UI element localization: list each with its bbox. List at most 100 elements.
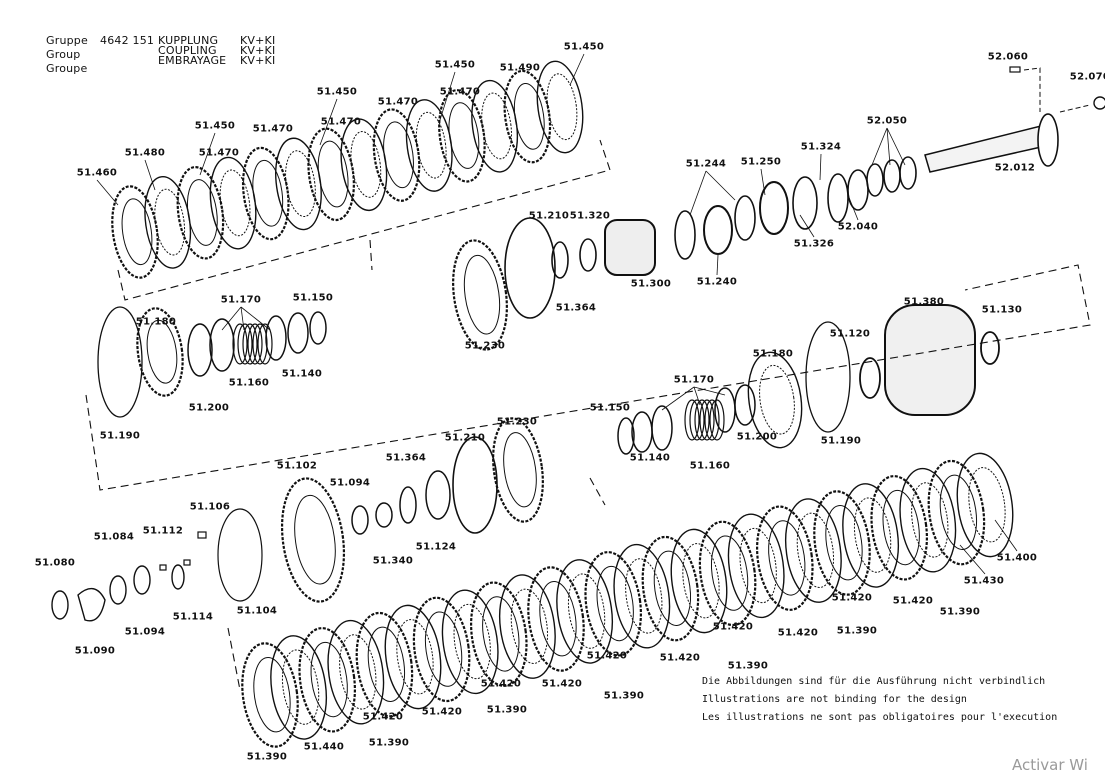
- plug: [1093, 96, 1105, 110]
- pressure-plate-inner: [503, 432, 537, 508]
- callout-51-480: 51.480: [124, 147, 166, 159]
- ring: [551, 241, 569, 279]
- callout-51-140: 51.140: [281, 368, 323, 380]
- friction-disc: [298, 627, 356, 733]
- friction-disc-inner: [448, 102, 480, 169]
- ring: [287, 312, 309, 354]
- callout-51-364: 51.364: [555, 302, 597, 314]
- callout-51-390: 51.390: [836, 625, 878, 637]
- callout-51-160: 51.160: [689, 460, 731, 472]
- spring-pack: [247, 323, 263, 365]
- shaft-flange: [1037, 113, 1059, 167]
- ring: [133, 565, 151, 595]
- group-label-de: Gruppe: [46, 34, 88, 47]
- steel-disc-inner: [510, 588, 549, 664]
- callout-51-420: 51.420: [712, 621, 754, 633]
- friction-disc: [470, 581, 528, 687]
- spring-pack: [694, 399, 710, 441]
- callout-51-180: 51.180: [135, 316, 177, 328]
- steel-disc-inner: [567, 573, 606, 649]
- leader-line: [847, 194, 859, 221]
- callout-51-420: 51.420: [777, 627, 819, 639]
- leader-line: [799, 214, 815, 238]
- steel-disc: [340, 118, 388, 212]
- callout-51-180: 51.180: [752, 348, 794, 360]
- ring: [171, 564, 185, 590]
- callout-51-450: 51.450: [316, 86, 358, 98]
- friction-disc-inner: [121, 198, 153, 266]
- leader-line: [959, 544, 986, 575]
- ring: [899, 156, 917, 190]
- friction-disc: [584, 551, 642, 657]
- callout-51-150: 51.150: [292, 292, 334, 304]
- steel-disc: [899, 467, 957, 573]
- bearing: [980, 331, 1000, 365]
- clutch-drum: [884, 304, 976, 416]
- piston-inner: [759, 364, 795, 435]
- callout-51-090: 51.090: [74, 645, 116, 657]
- leader-line: [439, 71, 456, 121]
- steel-disc: [270, 635, 327, 740]
- needle-bearing: [703, 205, 733, 255]
- callout-51-450: 51.450: [563, 41, 605, 53]
- leader-line: [871, 127, 888, 166]
- friction-disc-inner: [768, 520, 806, 596]
- callout-51-390: 51.390: [727, 660, 769, 672]
- steel-disc-inner: [339, 634, 377, 710]
- callout-51-170: 51.170: [220, 294, 262, 306]
- steel-disc-inner: [281, 649, 320, 725]
- footnote-en: Illustrations are not binding for the de…: [702, 694, 967, 705]
- callout-51-460: 51.460: [76, 167, 118, 179]
- steel-disc: [536, 60, 584, 154]
- callout-51-094: 51.094: [124, 626, 166, 638]
- leader-line: [819, 153, 822, 181]
- friction-disc-inner: [882, 489, 920, 566]
- leader-line: [199, 132, 216, 176]
- callout-51-084: 51.084: [93, 531, 135, 543]
- bearing: [859, 357, 881, 399]
- leader-line: [661, 386, 695, 411]
- steel-disc-inner: [453, 603, 491, 680]
- ring: [674, 210, 696, 260]
- callout-51-430: 51.430: [963, 575, 1005, 587]
- callout-51-244: 51.244: [685, 158, 727, 170]
- friction-disc: [641, 535, 700, 642]
- spring-pack: [684, 399, 700, 441]
- callout-52-012: 52.012: [994, 162, 1036, 174]
- friction-disc-inner: [186, 179, 218, 246]
- steel-disc-inner: [911, 482, 949, 558]
- leader-line: [689, 170, 707, 216]
- friction-disc: [176, 166, 225, 260]
- spring-pack: [237, 323, 253, 365]
- title-fr: EMBRAYAGE: [158, 54, 227, 67]
- friction-disc-inner: [596, 565, 634, 642]
- leader-line: [760, 168, 766, 196]
- callout-51-470: 51.470: [320, 116, 362, 128]
- leader-line: [716, 254, 719, 276]
- pin: [1009, 66, 1021, 73]
- steel-disc-inner: [219, 169, 251, 237]
- steel-disc: [842, 483, 899, 588]
- callout-51-094: 51.094: [329, 477, 371, 489]
- callout-51-190: 51.190: [820, 435, 862, 447]
- footnote-de: Die Abbildungen sind für die Ausführung …: [702, 676, 1046, 687]
- callout-51-080: 51.080: [34, 557, 76, 569]
- callout-51-102: 51.102: [276, 460, 318, 472]
- steel-disc: [613, 543, 671, 649]
- steel-disc-inner: [546, 73, 578, 141]
- friction-disc: [503, 69, 552, 164]
- leader-line: [569, 53, 585, 86]
- callout-51-150: 51.150: [589, 402, 631, 414]
- callout-51-210: 51.210: [528, 210, 570, 222]
- leader-line: [96, 179, 119, 206]
- lock-washer: [77, 587, 106, 622]
- callout-51-326: 51.326: [793, 238, 835, 250]
- callout-51-400: 51.400: [996, 552, 1038, 564]
- spring-pack: [257, 323, 273, 365]
- friction-disc-inner: [710, 535, 749, 611]
- friction-disc-inner: [310, 641, 348, 718]
- callout-51-470: 51.470: [439, 86, 481, 98]
- spring-pack: [242, 323, 258, 365]
- leader-line: [886, 127, 906, 166]
- friction-disc-inner: [653, 550, 692, 626]
